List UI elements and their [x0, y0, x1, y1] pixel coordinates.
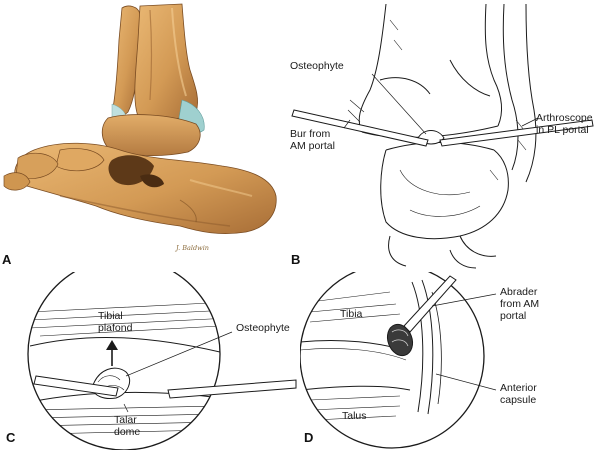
talus-bone [101, 114, 201, 157]
panel-d-letter: D [304, 430, 314, 445]
navicular-bone [55, 148, 105, 172]
panel-b-letter: B [291, 252, 301, 267]
capsule-leader-line [435, 373, 497, 391]
abrader-shaft [403, 275, 457, 333]
arthroscopic-circle-d [300, 272, 497, 449]
label-osteophyte-c: Osteophyte [236, 322, 290, 334]
bur-leader-line [343, 119, 351, 129]
fibula-outline [502, 3, 519, 171]
panel-a-letter: A [2, 252, 12, 267]
label-bur-am-portal: Bur from AM portal [290, 128, 335, 152]
panel-d-arthroscopic-view: Tibia Abrader from AM portal Anterior ca… [300, 272, 595, 450]
label-osteophyte-b: Osteophyte [290, 60, 344, 72]
label-tibial-plafond: Tibial plafond [98, 310, 133, 334]
osteophyte-leader-line [371, 73, 427, 135]
panel-b-arthroscopy-overview: Osteophyte Bur from AM portal Arthroscop… [290, 0, 595, 272]
label-arthroscope-pl-portal: Arthroscope in PL portal [536, 112, 593, 136]
ankle-bones-drawing [3, 3, 277, 234]
label-anterior-capsule: Anterior capsule [500, 382, 537, 406]
label-tibia: Tibia [340, 308, 363, 320]
calcaneus-bone [14, 142, 277, 234]
talus-outline [380, 149, 509, 240]
bur-shaft-c [33, 375, 119, 397]
arthroscope-leader-line [521, 117, 539, 127]
ankle-line-drawing [291, 3, 594, 269]
fibula-bone [112, 5, 141, 116]
panel-c-letter: C [6, 430, 16, 445]
osteophyte-c-leader [125, 331, 233, 377]
arthroscope-instrument [439, 119, 594, 147]
panel-c-arthroscopic-view: Tibial plafond Osteophyte Talar dome C [0, 272, 300, 450]
label-talus: Talus [342, 410, 367, 422]
label-talar-dome: Talar dome [114, 414, 141, 438]
illustrator-signature: J. Baldwin [176, 244, 209, 252]
scope-shaft-c [167, 379, 297, 399]
label-abrader-am-portal: Abrader from AM portal [500, 286, 540, 322]
tibia-outline [358, 3, 387, 133]
arthroscopic-circle-c [27, 272, 297, 450]
bur-instrument [291, 109, 429, 147]
anterior-capsule-curve [411, 281, 424, 413]
abrader-leader-line [431, 293, 497, 307]
panel-a-ankle-bones-illustration: J. Baldwin A [0, 0, 290, 272]
